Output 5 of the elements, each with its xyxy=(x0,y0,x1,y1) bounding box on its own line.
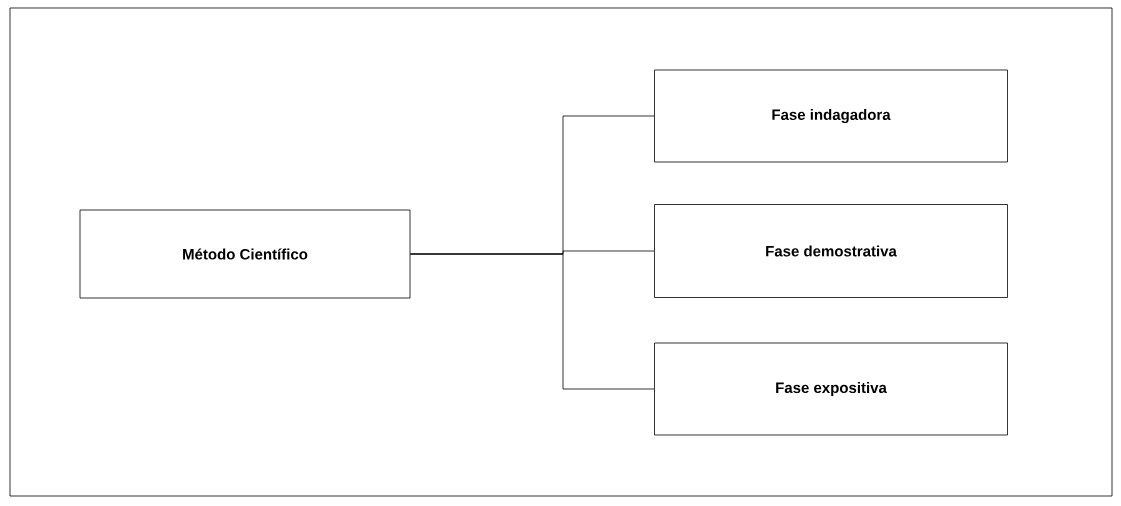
connector-line xyxy=(410,253,655,390)
process-box: Fase expositiva xyxy=(654,342,1008,436)
process-box: Fase indagadora xyxy=(654,69,1008,163)
process-box: Fase demostrativa xyxy=(654,204,1008,298)
process-box: Método Científico xyxy=(79,209,411,299)
